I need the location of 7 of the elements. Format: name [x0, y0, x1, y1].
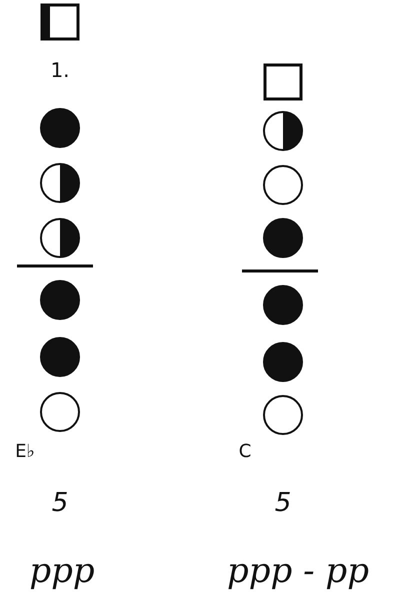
dynamic-marking: ppp - pp — [227, 554, 369, 588]
dynamic-marking: ppp — [29, 554, 95, 588]
position-number: 1. — [50, 60, 70, 80]
note-name: E♭ — [15, 443, 35, 461]
note-name: C — [238, 443, 252, 461]
fingering-number: 5 — [52, 490, 68, 516]
fingering-number: 5 — [274, 490, 292, 516]
